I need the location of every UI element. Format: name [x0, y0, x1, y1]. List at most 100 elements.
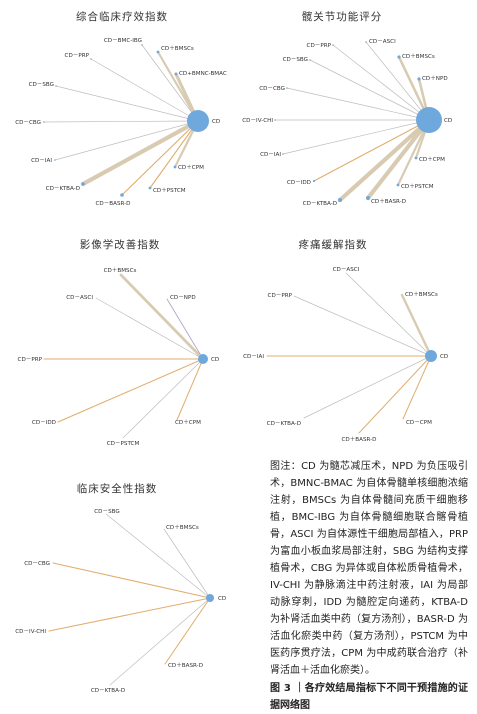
node-label: CD－SBG [29, 82, 54, 88]
edge [286, 87, 430, 121]
node-label: CD＋BASR-D [341, 436, 376, 443]
edge [163, 528, 211, 599]
node [312, 179, 316, 183]
edge [105, 513, 211, 599]
network-graph: 临床安全性指数 CD CD－SBG CD＋BMSCs CD－CBG CD－IV-… [15, 482, 226, 694]
node [81, 182, 85, 186]
network-graph: 影像学改善指数 CD CD＋BMSCs CD－ASCI CD－NPD CD－PR… [18, 238, 220, 447]
node-label: CD [440, 354, 448, 360]
edge [337, 117, 432, 203]
node-label: CD＋BMSCs [104, 267, 137, 274]
node-label: CD－SBG [94, 509, 119, 515]
center-node [187, 110, 209, 132]
network-comprehensive-efficacy: 综合临床疗效指数 C [0, 0, 240, 228]
network-pain-relief: 疼痛缓解指数 CD CD－ASCI CD－PRP CD＋BMSCs CD－IAI… [238, 228, 477, 458]
node [414, 156, 418, 160]
edge [121, 120, 199, 196]
node-label: CD－ASCI [66, 295, 93, 301]
node-label: CD－IAI [243, 354, 264, 360]
edge [80, 118, 201, 187]
node [156, 50, 160, 54]
node [43, 121, 45, 123]
edge [313, 119, 430, 182]
node [148, 186, 152, 190]
edge [176, 358, 204, 421]
node-label: CD＋PSTCM [401, 183, 434, 190]
node-label: CD－SBG [283, 57, 308, 63]
node-labels: CD CD－ASCI CD－PRP CD＋BMSCs CD－IAI CD－KTB… [243, 267, 448, 443]
node-label: CD－PRP [18, 357, 43, 363]
node-label: CD＋NPD [422, 75, 448, 82]
edges [43, 44, 201, 196]
network-graph: 髋关节功能评分 [242, 10, 452, 207]
node-label: CD－IDD [32, 420, 56, 426]
edge [303, 355, 432, 419]
satellite-nodes [274, 41, 421, 202]
node [54, 159, 56, 161]
node-label: CD－BMC-IBG [104, 38, 142, 44]
edge [365, 41, 430, 121]
edge [122, 358, 204, 439]
node-label: CD＋PSTCM [153, 187, 186, 194]
node-label: CD [218, 596, 226, 602]
edge [109, 597, 211, 686]
edges [48, 513, 211, 686]
node-label: CD＋BMSCs [402, 53, 435, 60]
edge [309, 59, 430, 121]
center-node [206, 594, 214, 602]
satellite-nodes [43, 44, 178, 197]
network-title: 疼痛缓解指数 [299, 238, 368, 251]
center-node [425, 350, 437, 362]
node-label: CD [444, 118, 452, 124]
edge [149, 120, 199, 189]
edge [57, 358, 204, 423]
node [366, 196, 370, 200]
network-clinical-safety: 临床安全性指数 CD CD－SBG CD＋BMSCs CD－CBG CD－IV-… [0, 476, 262, 698]
node-label: CD－IAI [31, 158, 52, 164]
node-label: CD－PRP [307, 43, 332, 49]
edge [166, 298, 204, 360]
edges [266, 272, 433, 434]
center-node [198, 354, 208, 364]
node-label: CD－NPD [170, 295, 196, 301]
node-label: CD－KTBA-D [46, 186, 80, 192]
node-label: CD－CBG [259, 86, 285, 92]
caption-body: 图注：CD 为髓芯减压术，NPD 为负压吸引术，BMNC-BMAC 为自体骨髓单… [270, 461, 468, 676]
edge [52, 562, 211, 599]
network-imaging-improvement: 影像学改善指数 CD CD＋BMSCs CD－ASCI CD－NPD CD－PR… [0, 228, 240, 458]
node [396, 183, 400, 187]
node-label: CD＋CPM [178, 164, 204, 171]
edge [358, 355, 432, 434]
node-label: CD－CBG [15, 120, 41, 126]
node-labels: CD CD－BMC-IBG CD＋BMSCs CD－PRP CD+BMNC-BM… [15, 38, 227, 207]
node-label: CD－IV-CHI [15, 629, 46, 635]
node [286, 87, 288, 89]
edge [54, 120, 199, 161]
node-label: CD－KTBA-D [303, 201, 337, 207]
node [397, 55, 401, 59]
node [417, 77, 421, 81]
node-label: CD [211, 357, 219, 363]
node [365, 41, 367, 43]
figure-caption: 图注：CD 为髓芯减压术，NPD 为负压吸引术，BMNC-BMAC 为自体骨髓单… [270, 458, 468, 714]
node-label: CD＋BASR-D [168, 662, 203, 669]
edge [293, 295, 432, 357]
node-label: CD－IV-CHI [242, 118, 273, 124]
node [309, 59, 311, 61]
node [120, 193, 124, 197]
node-label: CD [212, 119, 220, 125]
node-label: CD－KTBA-D [91, 688, 125, 694]
network-title: 临床安全性指数 [77, 482, 158, 495]
node-label: CD+BMNC-BMAC [179, 71, 227, 77]
network-title: 影像学改善指数 [80, 238, 161, 251]
edge [164, 597, 211, 665]
edge [402, 355, 432, 420]
node-label: CD－IAI [260, 152, 281, 158]
edge [400, 293, 433, 358]
node [332, 44, 334, 46]
node-label: CD－PRP [65, 53, 90, 59]
edge [43, 120, 199, 123]
edge [365, 117, 432, 201]
node [282, 153, 284, 155]
node-label: CD＋CPM [175, 419, 201, 426]
